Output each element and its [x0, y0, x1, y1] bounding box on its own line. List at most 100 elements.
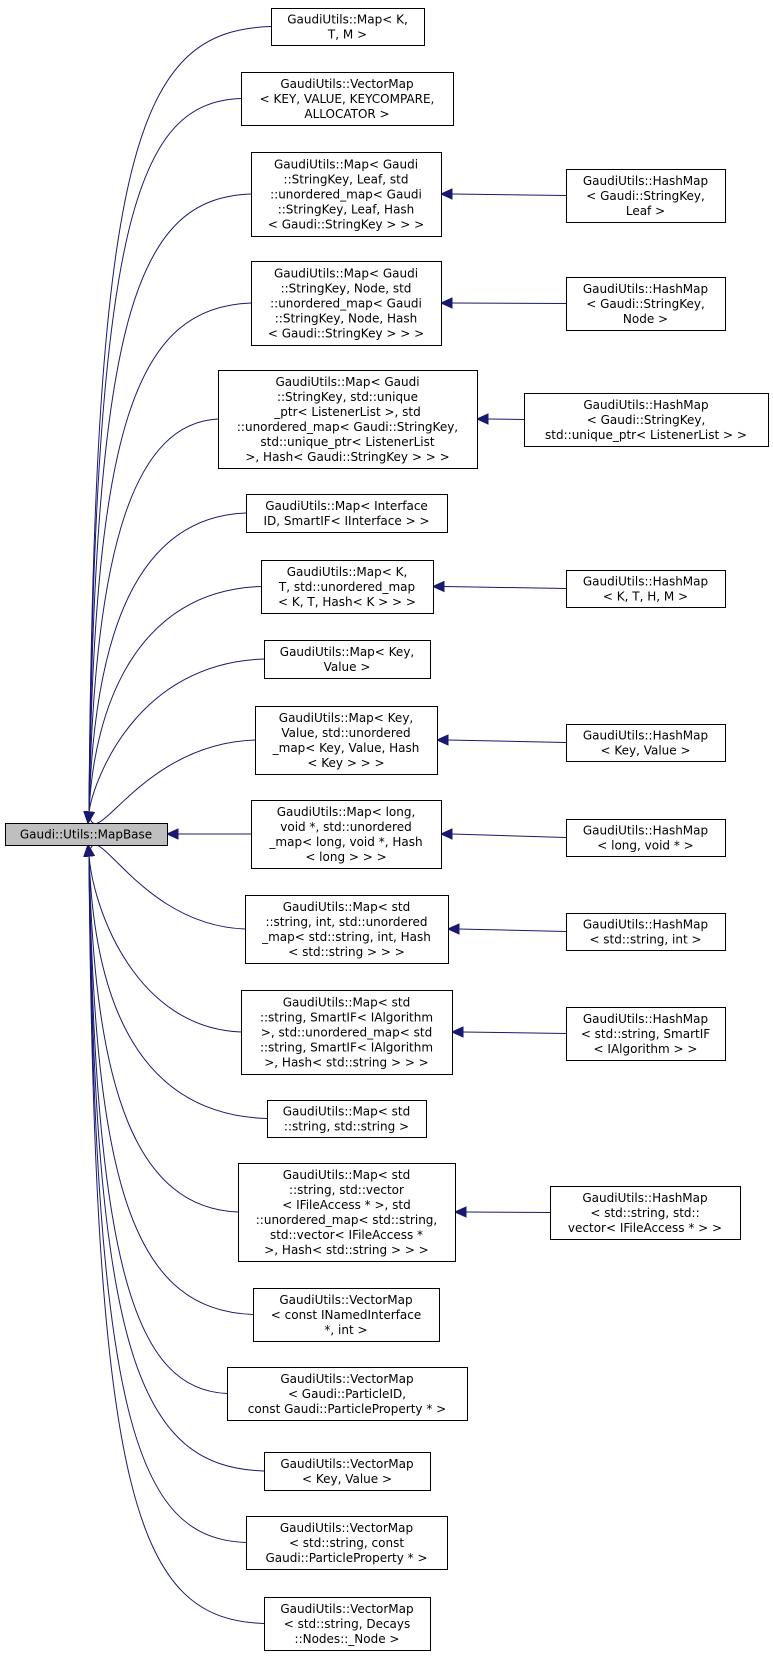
class-name-line: ::string, std::string > — [284, 1120, 409, 1134]
class-node-hashmap_long_void[interactable]: GaudiUtils::HashMap< long, void * > — [566, 819, 726, 857]
inheritance-edge — [83, 586, 262, 825]
class-name-line: GaudiUtils::VectorMap — [280, 77, 413, 91]
class-box — [267, 1100, 427, 1138]
class-node-hashmap_stringkey_leaf[interactable]: GaudiUtils::HashMap< Gaudi::StringKey,Le… — [566, 169, 726, 223]
inheritance-edge — [83, 843, 247, 1543]
class-node-map_stringkey_node[interactable]: GaudiUtils::Map< Gaudi::StringKey, Node,… — [251, 261, 442, 346]
class-node-hashmap_stringkey_node[interactable]: GaudiUtils::HashMap< Gaudi::StringKey,No… — [566, 277, 726, 331]
arrowhead — [446, 923, 460, 935]
class-box — [566, 724, 726, 762]
class-name-line: < Key, Value > — [302, 1472, 392, 1486]
class-box — [550, 1186, 741, 1240]
inheritance-edge — [83, 739, 256, 825]
inheritance-edge — [83, 843, 268, 1119]
root-class-box — [5, 823, 168, 846]
class-name-line: ALLOCATOR > — [304, 107, 389, 121]
inheritance-edge — [83, 843, 265, 1624]
class-node-map_string_string[interactable]: GaudiUtils::Map< std::string, std::strin… — [267, 1100, 427, 1138]
class-name-line: GaudiUtils::Map< Key, — [279, 711, 413, 725]
class-name-line: < IAlgorithm > > — [594, 1042, 698, 1056]
class-name-line: GaudiUtils::VectorMap — [280, 1372, 413, 1386]
class-name-line: ::string, std::vector — [289, 1183, 404, 1197]
class-node-base[interactable]: Gaudi::Utils::MapBase — [5, 823, 168, 846]
class-name-line: void *, std::unordered — [280, 820, 411, 834]
class-node-vecmap_inamedinterface[interactable]: GaudiUtils::VectorMap< const INamedInter… — [253, 1288, 440, 1342]
class-name-line: < Key > > > — [307, 756, 384, 770]
class-name-line: < KEY, VALUE, KEYCOMPARE, — [260, 92, 435, 106]
arrowhead — [83, 810, 95, 825]
arrowhead — [475, 413, 489, 425]
class-node-map_string_ialgorithm[interactable]: GaudiUtils::Map< std::string, SmartIF< I… — [241, 990, 453, 1075]
class-name-line: GaudiUtils::VectorMap — [280, 1457, 413, 1471]
inheritance-edge — [435, 734, 567, 746]
class-name-line: Value > — [324, 660, 371, 674]
class-name-line: < std::string, Decays — [284, 1617, 411, 1631]
class-name-line: < std::string, const — [289, 1536, 404, 1550]
class-name-line: _ptr< ListenerList >, std — [273, 405, 420, 419]
class-node-map_stringkey_leaf[interactable]: GaudiUtils::Map< Gaudi::StringKey, Leaf,… — [251, 152, 442, 237]
class-name-line: ::StringKey, Node, std — [281, 282, 412, 296]
inheritance-edge — [439, 188, 567, 200]
arrowhead — [431, 580, 445, 593]
class-name-line: std::unique_ptr< ListenerList — [260, 435, 434, 449]
class-name-line: GaudiUtils::Map< std — [283, 996, 410, 1010]
class-name-line: *, int > — [324, 1323, 367, 1337]
class-node-map_ktm[interactable]: GaudiUtils::Map< K,T, M > — [271, 8, 425, 46]
class-node-vecmap_key_value_alloc[interactable]: GaudiUtils::VectorMap< KEY, VALUE, KEYCO… — [241, 72, 454, 126]
class-node-hashmap_string_int[interactable]: GaudiUtils::HashMap< std::string, int > — [566, 913, 726, 951]
class-box — [251, 261, 442, 346]
class-name-line: ::unordered_map< Gaudi — [270, 188, 422, 202]
class-name-line: GaudiUtils::Map< Gaudi — [275, 375, 419, 389]
class-name-line: std::unique_ptr< ListenerList > > — [545, 428, 747, 442]
class-name-line: T, M > — [327, 28, 367, 42]
class-node-vecmap_key_value[interactable]: GaudiUtils::VectorMap< Key, Value > — [264, 1452, 431, 1491]
class-node-map_long_void[interactable]: GaudiUtils::Map< long,void *, std::unord… — [251, 800, 442, 869]
class-name-line: GaudiUtils::HashMap — [583, 824, 708, 838]
class-node-map_stringkey_listener[interactable]: GaudiUtils::Map< Gaudi::StringKey, std::… — [218, 370, 478, 469]
class-name-line: GaudiUtils::Map< std — [283, 900, 410, 914]
class-name-line: >, Hash< std::string > > > — [264, 1056, 429, 1070]
inheritance-edge — [450, 1026, 567, 1038]
nodes-layer: Gaudi::Utils::MapBase GaudiUtils::Map< K,… — [5, 8, 769, 1651]
class-node-map_key_value[interactable]: GaudiUtils::Map< Key,Value > — [264, 640, 431, 679]
class-node-hashmap_stringkey_listener[interactable]: GaudiUtils::HashMap< Gaudi::StringKey,st… — [524, 393, 769, 447]
class-name-line: < long, void * > — [597, 839, 693, 853]
arrowhead — [165, 828, 179, 840]
class-box — [238, 1163, 456, 1262]
class-node-hashmap_key_value[interactable]: GaudiUtils::HashMap< Key, Value > — [566, 724, 726, 762]
class-name-line: T, std::unordered_map — [278, 580, 415, 594]
class-name-line: < Gaudi::StringKey > > > — [268, 218, 424, 232]
class-name-line: < Gaudi::StringKey, — [586, 297, 705, 311]
class-name-line: ::StringKey, Leaf, std — [284, 173, 409, 187]
class-name-line: Value, std::unordered — [281, 726, 410, 740]
class-name-line: GaudiUtils::Map< Gaudi — [274, 267, 418, 281]
class-node-vecmap_particleid[interactable]: GaudiUtils::VectorMap< Gaudi::ParticleID… — [227, 1367, 468, 1421]
class-node-hashmap_string_ialgorithm[interactable]: GaudiUtils::HashMap< std::string, SmartI… — [566, 1007, 726, 1061]
class-name-line: GaudiUtils::Map< K, — [287, 565, 408, 579]
class-name-line: GaudiUtils::Map< long, — [277, 805, 416, 819]
class-node-map_string_ifileaccess[interactable]: GaudiUtils::Map< std::string, std::vecto… — [238, 1163, 456, 1262]
class-node-map_kt_unordered[interactable]: GaudiUtils::Map< K,T, std::unordered_map… — [261, 560, 434, 614]
class-box — [524, 393, 769, 447]
class-node-hashmap_string_ifileaccess[interactable]: GaudiUtils::HashMap< std::string, std::v… — [550, 1186, 741, 1240]
class-node-vecmap_string_decays[interactable]: GaudiUtils::VectorMap< std::string, Deca… — [264, 1597, 431, 1651]
class-node-vecmap_string_particleproperty[interactable]: GaudiUtils::VectorMap< std::string, cons… — [246, 1516, 448, 1570]
class-name-line: < std::string, int > — [589, 933, 701, 947]
class-name-line: GaudiUtils::Map< Key, — [280, 645, 414, 659]
class-box — [566, 277, 726, 331]
class-box — [566, 1007, 726, 1061]
class-box — [241, 990, 453, 1075]
inheritance-edge — [83, 512, 247, 825]
class-name-line: < std::string, SmartIF — [581, 1027, 710, 1041]
inheritance-edge — [453, 1206, 551, 1218]
class-name-line: std::vector< IFileAccess * — [270, 1228, 423, 1242]
class-name-line: GaudiUtils::Map< K, — [287, 13, 408, 27]
inheritance-edge — [475, 413, 525, 425]
class-name-line: < Gaudi::ParticleID, — [288, 1387, 406, 1401]
class-node-hashmap_kthm[interactable]: GaudiUtils::HashMap< K, T, H, M > — [566, 570, 726, 608]
class-node-map_key_value_unordered[interactable]: GaudiUtils::Map< Key,Value, std::unorder… — [255, 706, 438, 775]
class-node-map_string_int[interactable]: GaudiUtils::Map< std::string, int, std::… — [245, 895, 449, 964]
class-name-line: GaudiUtils::VectorMap — [279, 1293, 412, 1307]
